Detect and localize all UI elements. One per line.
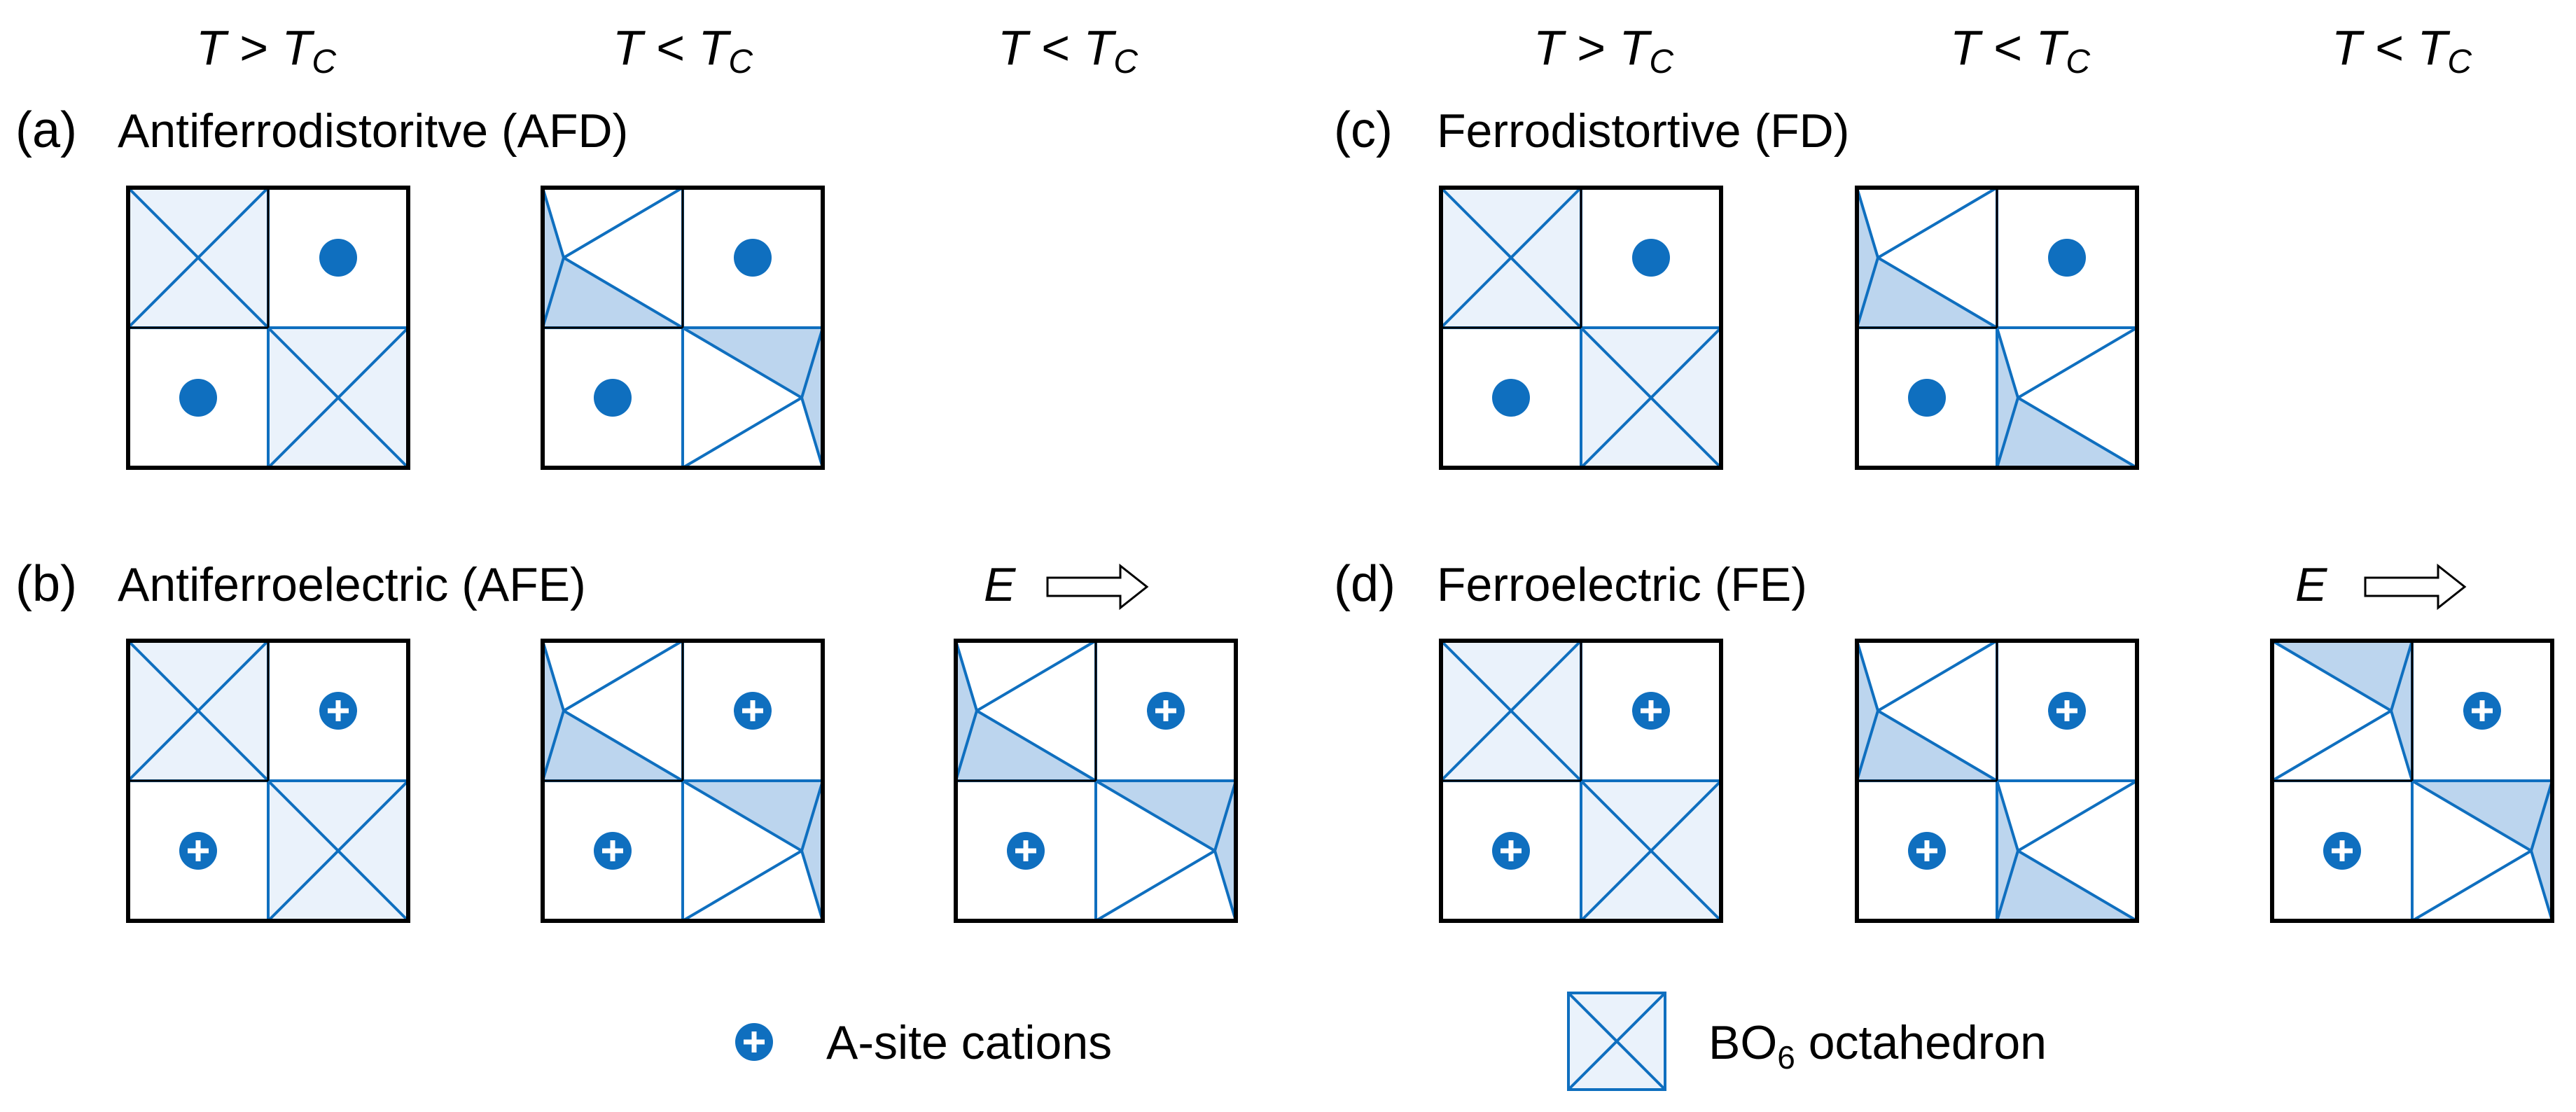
a-site-cation-dot bbox=[179, 379, 217, 417]
field-indicator-d: E bbox=[2295, 558, 2467, 611]
lattice-cells bbox=[126, 186, 2554, 923]
legend-octahedron-label: BO6 octahedron bbox=[1708, 1016, 2047, 1076]
field-arrow-icon bbox=[2364, 563, 2467, 611]
afd-low-t-cell bbox=[541, 186, 825, 470]
header-col-5: T < TC bbox=[1950, 20, 2090, 81]
field-symbol: E bbox=[2295, 558, 2327, 611]
panel-d-title: Ferroelectric (FE) bbox=[1437, 558, 1807, 611]
a-site-cation-icon bbox=[319, 692, 357, 730]
field-indicator-b: E bbox=[984, 558, 1149, 611]
a-site-cation-icon bbox=[2048, 692, 2086, 730]
afe-low-t-cell bbox=[541, 639, 825, 923]
octahedron-icon bbox=[1567, 992, 1666, 1091]
panel-c-tag: (c) bbox=[1334, 102, 1393, 158]
panel-c-title: Ferrodistortive (FD) bbox=[1437, 104, 1849, 158]
panel-b-tag: (b) bbox=[15, 556, 77, 612]
legend-cation-label: A-site cations bbox=[826, 1016, 1112, 1069]
a-site-cation-dot bbox=[319, 239, 357, 277]
a-site-cation-icon bbox=[735, 1023, 773, 1061]
a-site-cation-dot bbox=[1632, 239, 1670, 277]
afe-high-t-cell bbox=[126, 639, 410, 923]
panel-a-tag: (a) bbox=[15, 102, 77, 158]
a-site-cation-icon bbox=[594, 832, 632, 870]
fd-high-t-cell bbox=[1439, 186, 1723, 470]
header-col-1: T > TC bbox=[196, 20, 336, 81]
a-site-cation-dot bbox=[734, 239, 772, 277]
fe-low-t-cell bbox=[1855, 639, 2139, 923]
panel-b-title: Antiferroelectric (AFE) bbox=[118, 558, 586, 611]
panel-a-title: Antiferrodistoritve (AFD) bbox=[118, 104, 628, 158]
header-col-3: T < TC bbox=[998, 20, 1138, 81]
a-site-cation-dot bbox=[1492, 379, 1530, 417]
field-arrow-icon bbox=[1046, 563, 1149, 611]
a-site-cation-icon bbox=[1492, 832, 1530, 870]
panel-labels: (a) Antiferrodistoritve (AFD) (b) Antife… bbox=[15, 102, 1849, 612]
field-symbol: E bbox=[984, 558, 1016, 611]
fe-field-cell bbox=[2270, 639, 2554, 923]
a-site-cation-icon bbox=[734, 692, 772, 730]
a-site-cation-dot bbox=[1908, 379, 1946, 417]
panel-d-tag: (d) bbox=[1334, 556, 1395, 612]
temperature-headers: T > TC T < TC T < TC T > TC T < TC T < T… bbox=[196, 20, 2472, 81]
afe-field-cell bbox=[954, 639, 1238, 923]
fe-high-t-cell bbox=[1439, 639, 1723, 923]
a-site-cation-icon bbox=[1908, 832, 1946, 870]
a-site-cation-icon bbox=[179, 832, 217, 870]
header-col-2: T < TC bbox=[613, 20, 753, 81]
a-site-cation-dot bbox=[2048, 239, 2086, 277]
a-site-cation-icon bbox=[1147, 692, 1185, 730]
fd-low-t-cell bbox=[1855, 186, 2139, 470]
a-site-cation-dot bbox=[594, 379, 632, 417]
header-col-4: T > TC bbox=[1533, 20, 1673, 81]
a-site-cation-icon bbox=[1007, 832, 1045, 870]
a-site-cation-icon bbox=[1632, 692, 1670, 730]
a-site-cation-icon bbox=[2463, 692, 2501, 730]
header-col-6: T < TC bbox=[2332, 20, 2472, 81]
legend: A-site cations BO6 octahedron bbox=[735, 992, 2047, 1091]
a-site-cation-icon bbox=[2323, 832, 2361, 870]
afd-high-t-cell bbox=[126, 186, 410, 470]
